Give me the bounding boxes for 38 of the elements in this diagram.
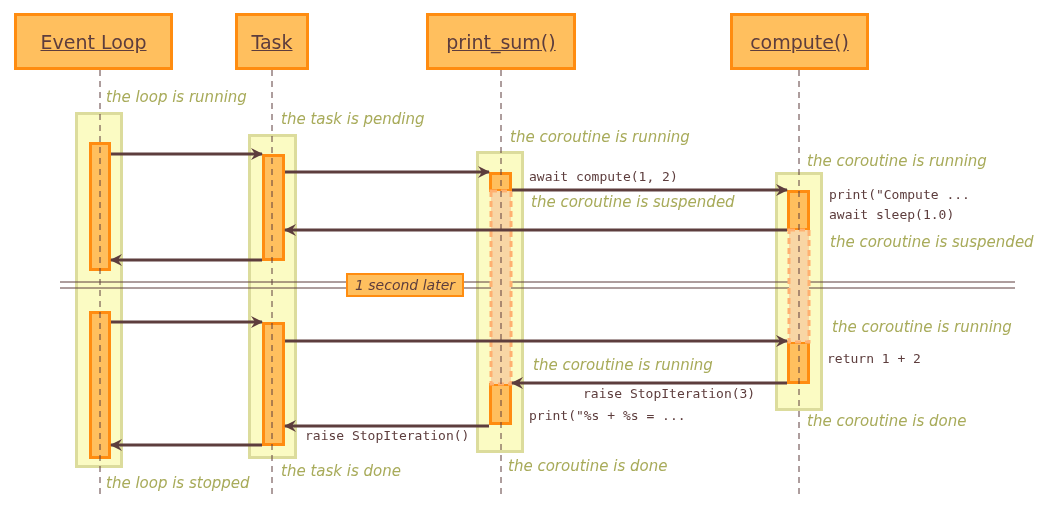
- message-arrow: [110, 254, 262, 266]
- state-note: the coroutine is done: [807, 412, 967, 430]
- code-line: return 1 + 2: [827, 351, 921, 367]
- state-note: the coroutine is suspended: [830, 233, 1034, 251]
- code-line: await sleep(1.0): [829, 207, 955, 223]
- message-arrow: [285, 166, 490, 178]
- message-arrow: [511, 377, 787, 389]
- activation-bar: [89, 142, 111, 271]
- participant-box: compute(): [730, 13, 869, 70]
- code-line: print("%s + %s = ...: [529, 408, 686, 424]
- activation-bar: [489, 172, 512, 192]
- edge-label: await compute(1, 2): [529, 169, 678, 185]
- activation-bar: [262, 322, 285, 446]
- message-arrow: [110, 439, 262, 451]
- activation-bar: [787, 190, 810, 231]
- delay-box: 1 second later: [346, 273, 464, 297]
- participant-box: Task: [235, 13, 309, 70]
- message-arrow: [284, 420, 489, 432]
- lifetime-band: [75, 112, 123, 468]
- state-note: the loop is running: [106, 88, 247, 106]
- message-arrow: [284, 224, 787, 236]
- message-arrow: [285, 335, 788, 347]
- code-line: print("Compute ...: [829, 187, 970, 203]
- participant-box: Event Loop: [14, 13, 173, 70]
- state-note: the coroutine is done: [508, 457, 668, 475]
- activation-bar: [262, 154, 285, 261]
- message-arrow: [111, 148, 263, 160]
- state-note: the task is done: [281, 462, 401, 480]
- activation-bar: [89, 311, 111, 459]
- edge-label: raise StopIteration(): [305, 428, 470, 444]
- participant-box: print_sum(): [426, 13, 576, 70]
- message-arrow: [111, 316, 263, 328]
- state-note: the loop is stopped: [106, 474, 250, 492]
- state-note: the task is pending: [281, 110, 425, 128]
- edge-label: raise StopIteration(3): [583, 386, 756, 402]
- state-note: the coroutine is suspended: [531, 193, 735, 211]
- lifetime-band: [248, 134, 297, 459]
- message-arrow: [512, 184, 788, 196]
